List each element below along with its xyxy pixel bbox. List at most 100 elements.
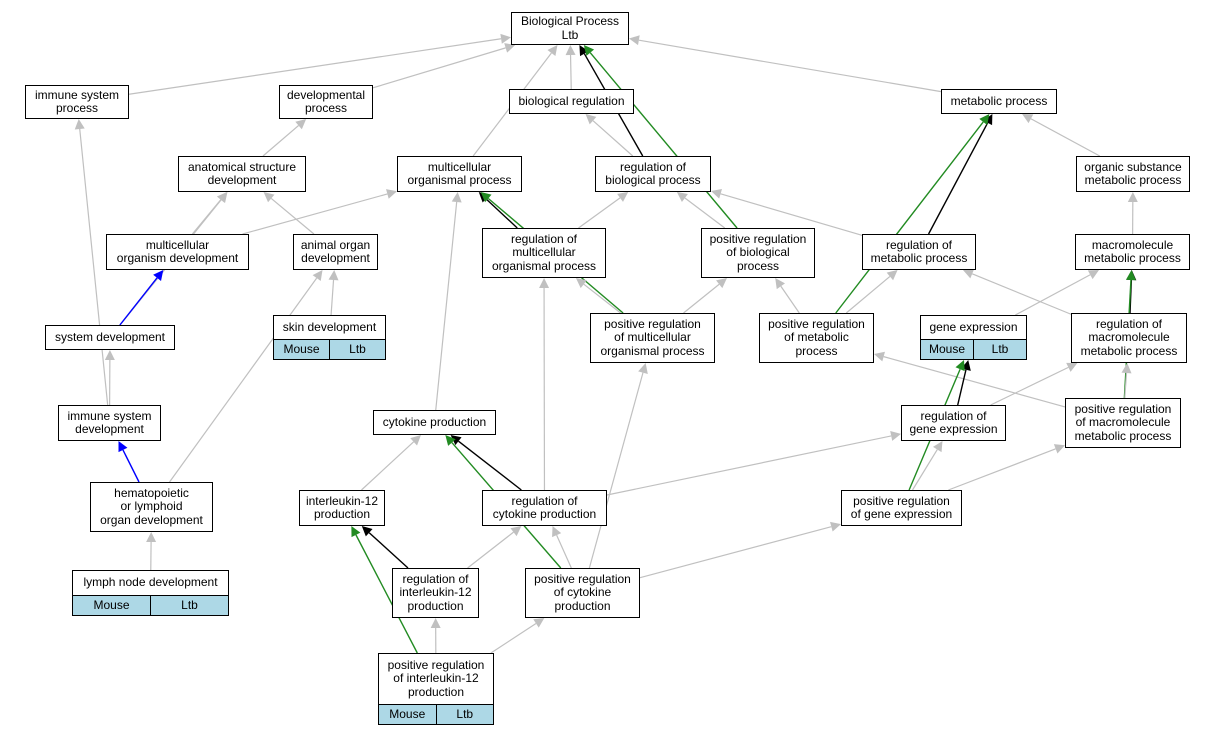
arrowhead-is-a (539, 278, 550, 289)
go-term-label: regulation of cytokine production (492, 493, 597, 521)
arrowhead-is-a (217, 192, 228, 203)
go-term-label: cytokine production (382, 414, 487, 429)
annotation-cell: Mouse (274, 340, 329, 359)
arrowhead-is-a (104, 350, 115, 361)
go-term-label: biological regulation (518, 93, 625, 108)
arrowhead-is-a (565, 45, 576, 56)
arrowhead-regulates (579, 45, 589, 57)
arrowhead-is-a (430, 618, 441, 629)
go-term-positive-regulation-of-macromolecule-metabolic-process[interactable]: positive regulation of macromolecule met… (1065, 398, 1181, 448)
arrowhead-is-a (263, 192, 275, 203)
go-term-label: animal organ development (300, 237, 371, 265)
arrowhead-is-a (1066, 362, 1078, 372)
go-term-positive-regulation-of-biological-process[interactable]: positive regulation of biological proces… (701, 228, 815, 278)
arrowhead-is-a (575, 278, 587, 289)
go-term-multicellular-organism-development[interactable]: multicellular organism development (106, 234, 249, 270)
edge-is-a (1124, 372, 1128, 399)
arrowhead-is-a (1121, 363, 1132, 374)
edge-is-a (490, 622, 537, 654)
arrowhead-is-a (504, 43, 516, 53)
arrowhead-is-a (510, 526, 522, 537)
arrowhead-is-a (451, 192, 462, 203)
go-term-regulation-of-metabolic-process[interactable]: regulation of metabolic process (862, 234, 976, 270)
go-term-biological-regulation[interactable]: biological regulation (509, 89, 634, 114)
go-term-system-development[interactable]: system development (45, 325, 175, 350)
arrowhead-part-of (118, 441, 128, 453)
go-term-regulation-of-cytokine-production[interactable]: regulation of cytokine production (482, 490, 607, 526)
go-term-label: lymph node development (83, 575, 218, 590)
edge-is-a (780, 285, 800, 314)
go-term-positive-regulation-of-interleukin-12-production[interactable]: positive regulation of interleukin-12 pr… (378, 653, 494, 725)
arrowhead-is-a (386, 189, 397, 199)
go-term-anatomical-structure-development[interactable]: anatomical structure development (178, 156, 306, 192)
arrowhead-is-a (547, 45, 558, 56)
go-term-positive-regulation-of-metabolic-process[interactable]: positive regulation of metabolic process (759, 313, 874, 363)
arrowhead-positively-regulates (955, 360, 965, 372)
go-term-immune-system-process[interactable]: immune system process (25, 85, 129, 119)
go-term-label: system development (54, 329, 166, 344)
go-term-macromolecule-metabolic-process[interactable]: macromolecule metabolic process (1075, 234, 1190, 270)
go-term-interleukin-12-production[interactable]: interleukin-12 production (299, 490, 385, 526)
go-term-label: regulation of interleukin-12 production (399, 571, 472, 613)
go-term-label: skin development (282, 319, 377, 334)
go-term-immune-system-development[interactable]: immune system development (58, 405, 161, 441)
edge-is-a (435, 201, 458, 411)
edge-is-a (569, 54, 572, 90)
edge-regulates (368, 532, 409, 569)
arrowhead-is-a (410, 435, 421, 446)
go-term-regulation-of-macromolecule-metabolic-process[interactable]: regulation of macromolecule metabolic pr… (1071, 313, 1187, 363)
go-term-label: positive regulation of metabolic process (768, 316, 865, 358)
annotation-cell: Mouse (921, 340, 973, 359)
arrowhead-is-a (585, 114, 597, 125)
go-term-biological-process[interactable]: Biological Process Ltb (511, 12, 629, 45)
edge-is-a (948, 448, 1056, 491)
go-term-positive-regulation-of-cytokine-production[interactable]: positive regulation of cytokine producti… (525, 568, 640, 618)
edge-is-a (684, 197, 726, 229)
edge-is-a (578, 197, 621, 229)
go-term-cytokine-production[interactable]: cytokine production (373, 410, 496, 435)
edge-is-a (79, 128, 109, 406)
edge-is-a (638, 39, 942, 93)
go-term-label: positive regulation of macromolecule met… (1074, 401, 1172, 443)
edge-is-a (592, 120, 634, 157)
go-term-label: Biological Process Ltb (520, 14, 620, 42)
go-term-label: regulation of metabolic process (870, 237, 968, 265)
go-term-regulation-of-multicellular-organismal-process[interactable]: regulation of multicellular organismal p… (482, 228, 606, 278)
go-term-multicellular-organismal-process[interactable]: multicellular organismal process (397, 156, 522, 192)
edge-is-a (330, 279, 335, 316)
edge-is-a (971, 273, 1072, 315)
arrowhead-is-a (830, 521, 841, 532)
edge-is-a (683, 283, 720, 314)
edge-is-a (990, 366, 1069, 406)
edge-regulates (957, 369, 967, 406)
arrowhead-is-a (775, 278, 785, 290)
edge-is-a (583, 283, 621, 314)
go-term-regulation-of-interleukin-12-production[interactable]: regulation of interleukin-12 production (392, 568, 479, 618)
go-term-hematopoietic-or-lymphoid-organ-development[interactable]: hematopoietic or lymphoid organ developm… (90, 482, 213, 532)
go-term-regulation-of-biological-process[interactable]: regulation of biological process (595, 156, 711, 192)
go-term-metabolic-process[interactable]: metabolic process (941, 89, 1057, 114)
go-term-label: positive regulation of multicellular org… (600, 316, 705, 358)
go-term-positive-regulation-of-gene-expression[interactable]: positive regulation of gene expression (841, 490, 962, 526)
go-term-animal-organ-development[interactable]: animal organ development (293, 234, 378, 270)
go-term-label: multicellular organism development (116, 237, 239, 265)
go-term-organic-substance-metabolic-process[interactable]: organic substance metabolic process (1076, 156, 1190, 192)
edge-regulates (927, 122, 989, 235)
edge-is-a (639, 526, 832, 579)
arrowhead-is-a (295, 119, 307, 130)
edge-is-a (911, 449, 938, 491)
arrowhead-is-a (1053, 444, 1065, 454)
edge-is-a (128, 38, 502, 95)
go-term-positive-regulation-of-multicellular-organismal-process[interactable]: positive regulation of multicellular org… (590, 313, 715, 363)
arrowhead-positively-regulates (1125, 270, 1136, 281)
go-term-label: gene expression (929, 319, 1018, 334)
go-term-regulation-of-gene-expression[interactable]: regulation of gene expression (901, 405, 1006, 441)
go-term-label: regulation of macromolecule metabolic pr… (1080, 316, 1178, 358)
edge-is-a (361, 441, 415, 491)
go-term-developmental-process[interactable]: developmental process (279, 85, 373, 119)
